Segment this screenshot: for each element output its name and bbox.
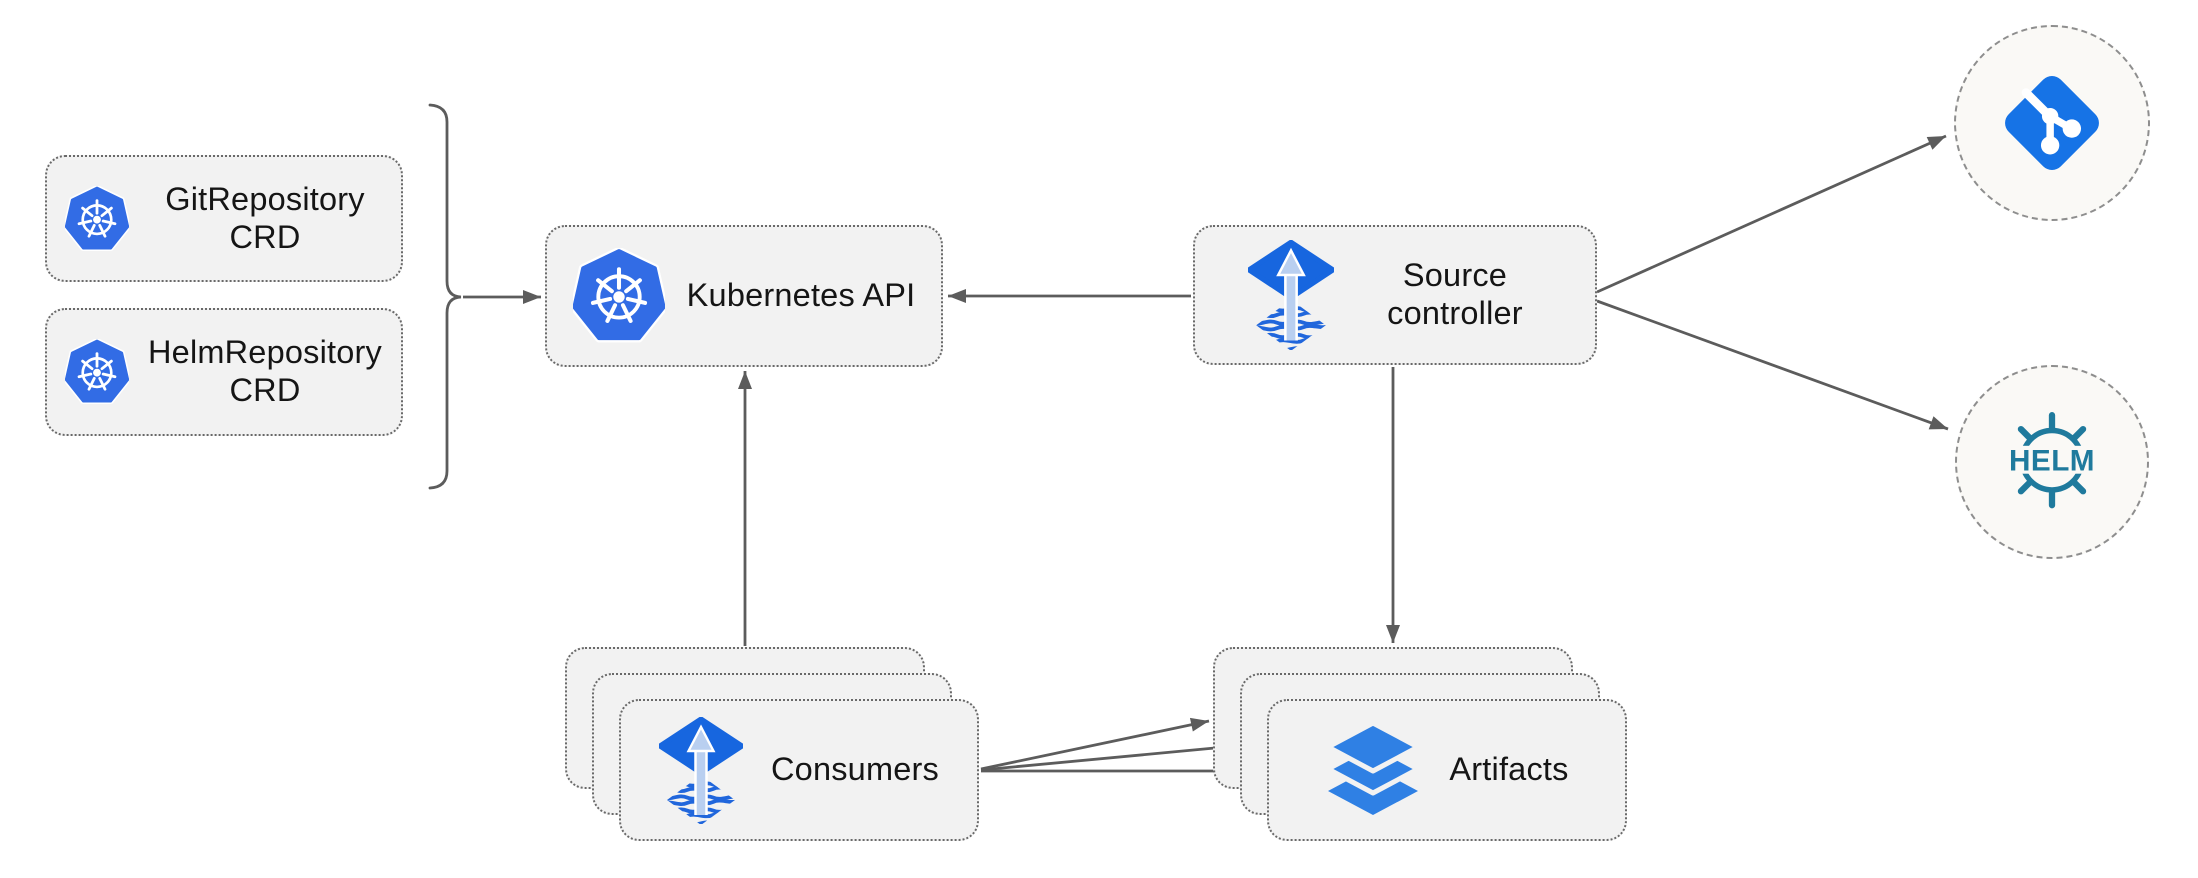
- kubernetes-icon: [65, 185, 129, 252]
- edge-source-controller-to-helm-remote: [1596, 299, 1949, 431]
- flux-source-controller-icon: [1247, 240, 1334, 350]
- node-consumers: Consumers: [619, 699, 979, 841]
- node-artifacts: Artifacts: [1267, 699, 1627, 841]
- node-label: Artifacts: [1449, 751, 1569, 788]
- node-label: Kubernetes API: [686, 277, 916, 314]
- flux-source-controller-icon: [659, 716, 744, 824]
- node-label: Consumers: [771, 751, 939, 788]
- helm-logo-text: HELM: [2009, 445, 2095, 478]
- endpoint-git-remote: [1954, 25, 2150, 221]
- edge-consumers-to-artifacts-middle: [980, 740, 1237, 772]
- helm-icon: HELM: [1989, 399, 2115, 525]
- edge-consumers-to-artifacts-back: [980, 717, 1210, 771]
- node-helmrepository-crd: HelmRepository CRD: [45, 308, 403, 436]
- git-icon: [1990, 61, 2114, 185]
- node-artifacts-stack: Artifacts: [1213, 647, 1627, 841]
- node-label: Source controller: [1387, 257, 1523, 331]
- brace-crds-group: [428, 103, 462, 490]
- endpoint-helm-remote: HELM: [1955, 365, 2149, 559]
- layers-icon: [1325, 722, 1421, 818]
- node-consumers-stack: Consumers: [565, 647, 979, 841]
- kubernetes-icon: [572, 248, 665, 344]
- node-gitrepository-crd: GitRepository CRD: [45, 155, 403, 282]
- kubernetes-icon: [65, 339, 129, 405]
- node-label: GitRepository CRD: [165, 180, 365, 255]
- node-label: HelmRepository CRD: [148, 334, 382, 408]
- edge-source-controller-to-git-remote: [1596, 134, 1947, 294]
- node-source-controller: Source controller: [1193, 225, 1597, 365]
- node-kubernetes-api: Kubernetes API: [545, 225, 943, 367]
